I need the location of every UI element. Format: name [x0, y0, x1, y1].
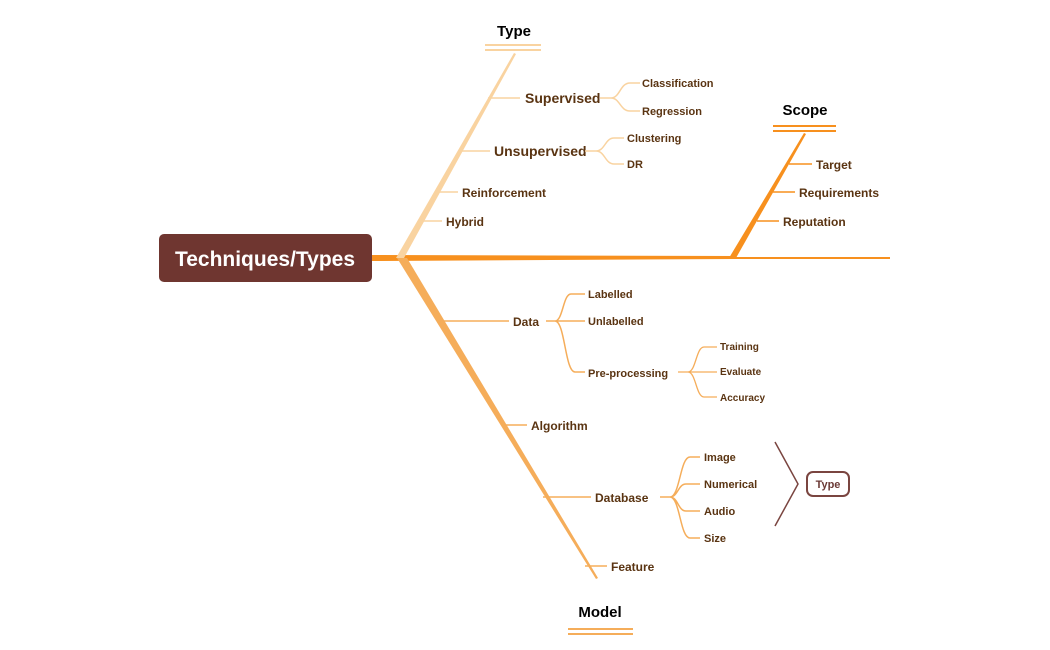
type-branch: Type Supervised Classification Regressio…: [396, 23, 714, 258]
data-fork: [546, 293, 585, 373]
model-bone: [397, 258, 598, 579]
labelled-label: Labelled: [588, 289, 633, 301]
unsupervised-label: Unsupervised: [494, 143, 587, 159]
accuracy-label: Accuracy: [720, 393, 765, 404]
evaluate-label: Evaluate: [720, 367, 762, 378]
size-label: Size: [704, 533, 726, 545]
type-title: Type: [497, 23, 531, 40]
preprocessing-label: Pre-processing: [588, 368, 668, 380]
feature-label: Feature: [611, 560, 655, 574]
requirements-label: Requirements: [799, 186, 879, 200]
preprocessing-fork: [678, 346, 717, 398]
supervised-label: Supervised: [525, 90, 600, 106]
algorithm-label: Algorithm: [531, 419, 588, 433]
supervised-fork: [600, 82, 640, 112]
type-bone: [396, 53, 516, 258]
clustering-label: Clustering: [627, 133, 681, 145]
model-title: Model: [578, 604, 621, 621]
unsupervised-fork: [585, 137, 624, 165]
dr-label: DR: [627, 159, 643, 171]
image-label: Image: [704, 452, 736, 464]
root-label: Techniques/Types: [175, 248, 355, 271]
reinforcement-label: Reinforcement: [462, 186, 546, 200]
root-box[interactable]: [159, 234, 372, 282]
root-node[interactable]: Techniques/Types: [159, 234, 372, 282]
unlabelled-label: Unlabelled: [588, 316, 644, 328]
database-label: Database: [595, 491, 649, 505]
database-type-callout: Type: [774, 441, 850, 527]
callout-box[interactable]: [806, 471, 850, 497]
scope-branch: Scope Target Requirements Reputation: [729, 102, 879, 258]
classification-label: Classification: [642, 78, 714, 90]
callout-bracket: [774, 441, 799, 527]
model-branch: Model Data Labelled Unlabelled Pre-proce…: [397, 258, 765, 635]
training-label: Training: [720, 342, 759, 353]
regression-label: Regression: [642, 106, 702, 118]
main-spine-thick: [372, 255, 735, 261]
hybrid-label: Hybrid: [446, 215, 484, 229]
database-fork: [660, 456, 700, 539]
scope-title: Scope: [782, 102, 827, 119]
audio-label: Audio: [704, 506, 735, 518]
scope-bone: [729, 133, 806, 258]
target-label: Target: [816, 158, 852, 172]
data-label: Data: [513, 315, 539, 329]
numerical-label: Numerical: [704, 479, 757, 491]
callout-label: Type: [816, 479, 841, 491]
reputation-label: Reputation: [783, 215, 846, 229]
